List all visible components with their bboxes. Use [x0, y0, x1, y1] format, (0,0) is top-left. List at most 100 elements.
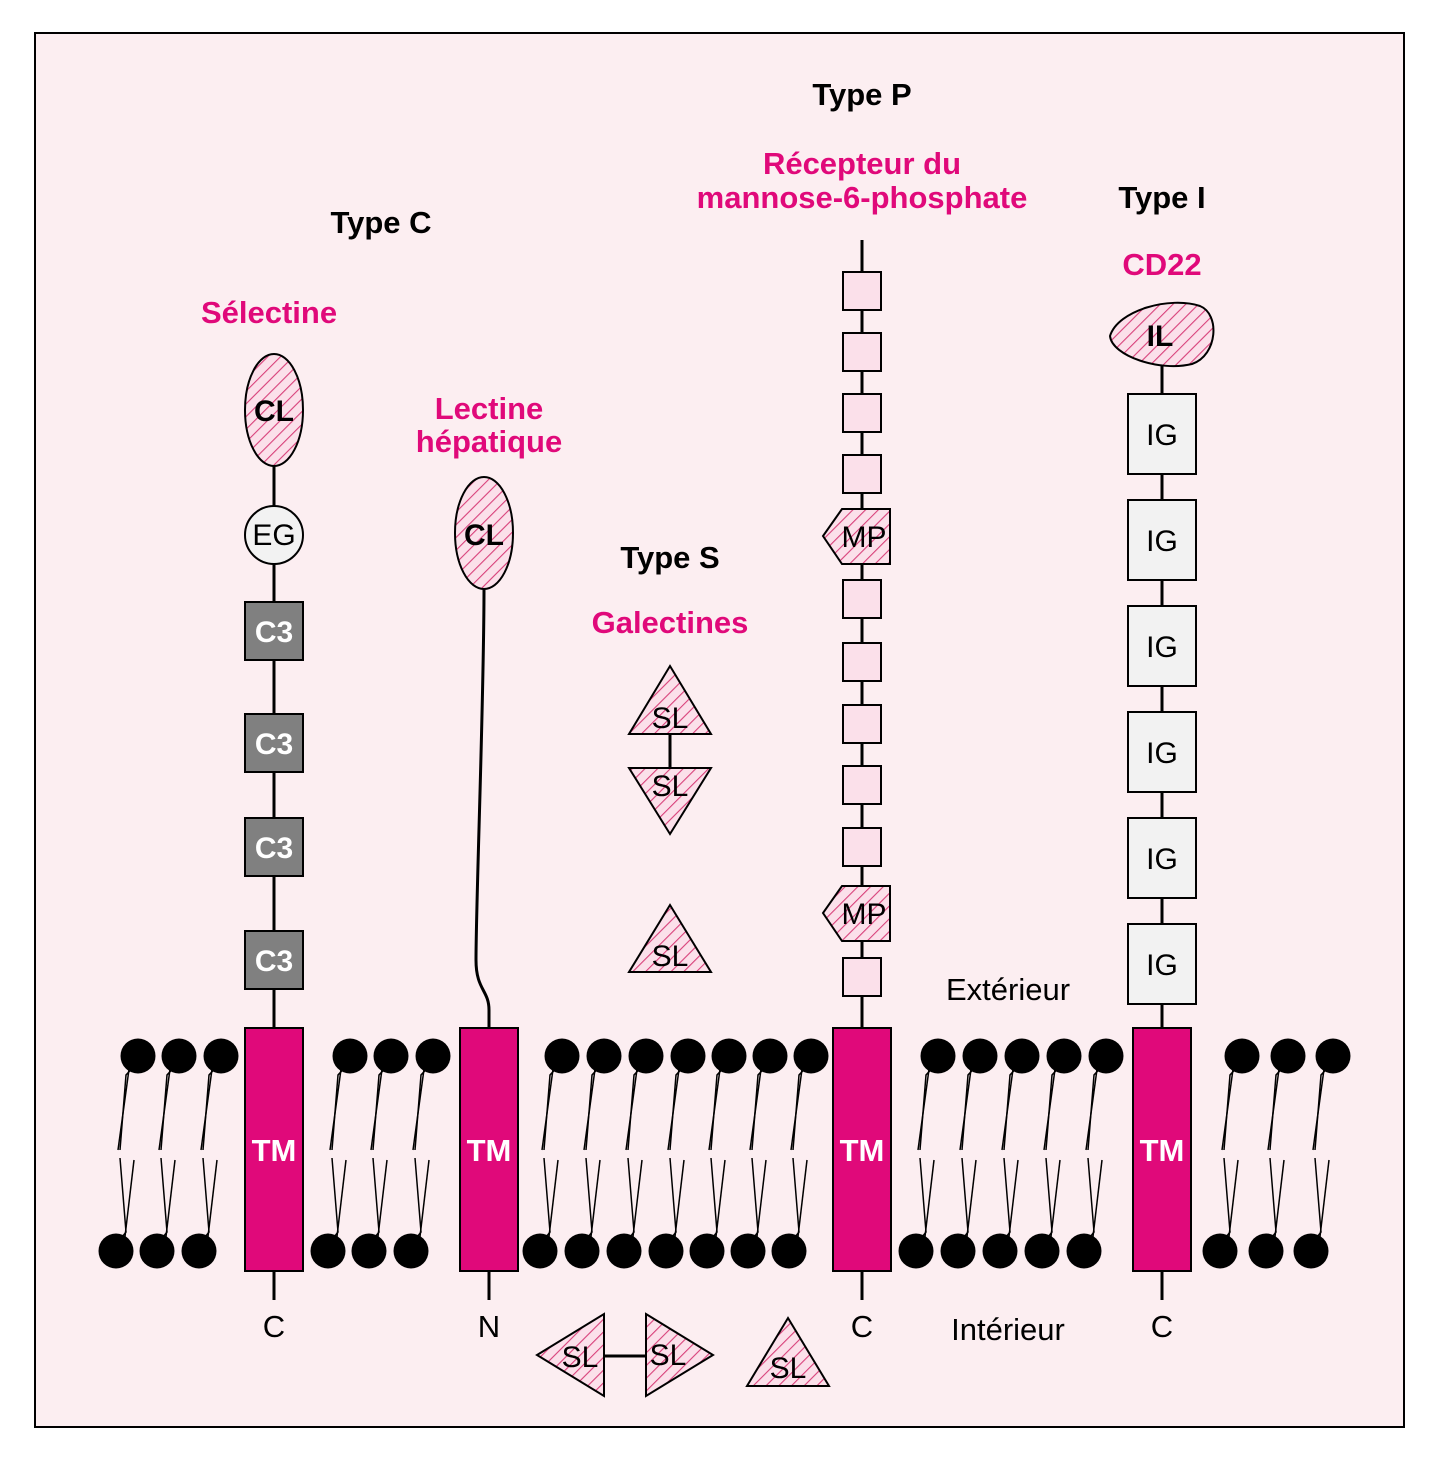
lipid-tail: [959, 1061, 973, 1151]
lipid-head-inner: [1248, 1233, 1284, 1269]
lipid-head-outer: [332, 1038, 368, 1074]
lipid-tail: [1091, 1159, 1103, 1246]
m6p-name-line1: Récepteur du: [763, 146, 961, 181]
type-p-title: Type P: [812, 77, 911, 112]
m6p-name-line2: mannose-6-phosphate: [697, 180, 1028, 215]
lipid-tail: [547, 1159, 559, 1246]
lipid-head-outer: [962, 1038, 998, 1074]
cd22-ig-label: IG: [1146, 525, 1178, 558]
lipid-head-inner: [689, 1233, 725, 1269]
m6p-repeat-domain: [842, 454, 882, 494]
m6p-repeat-domain: [842, 642, 882, 682]
cd22-ig-domain: [1127, 711, 1197, 793]
galectin-dimer-exterior: SL SL: [627, 664, 713, 836]
lipid-tail: [708, 1061, 722, 1151]
lipid-head-outer: [1088, 1038, 1124, 1074]
interior-label: Intérieur: [951, 1312, 1065, 1347]
cd22-ig-domain: [1127, 817, 1197, 899]
lipid-tail: [673, 1159, 685, 1246]
m6p-repeat-domain: [842, 765, 882, 805]
galectin-sl-domain: [627, 664, 713, 735]
cd22-ig-label: IG: [1146, 419, 1178, 452]
lipid-tail: [583, 1061, 597, 1151]
galectin-sl-label: SL: [652, 702, 689, 735]
lipid-tail: [1085, 1061, 1099, 1151]
galectin-monomer-exterior: SL: [627, 903, 713, 973]
galectin-sl-label: SL: [562, 1341, 599, 1374]
hepatic-terminal-label: N: [478, 1309, 500, 1344]
selectin-eg-label: EG: [252, 519, 295, 552]
hepatic-name-line2: hépatique: [416, 424, 562, 459]
lipid-head-inner: [1066, 1233, 1102, 1269]
selectin-c3-domain: [244, 930, 304, 990]
m6p-repeat-domain: [842, 957, 882, 997]
lipid-head-outer: [544, 1038, 580, 1074]
lipid-head-inner: [310, 1233, 346, 1269]
lipid-tail: [790, 1061, 804, 1151]
lipid-head-outer: [670, 1038, 706, 1074]
lipid-tail: [412, 1061, 426, 1151]
lipid-head-inner: [522, 1233, 558, 1269]
lipid-tail: [667, 1061, 681, 1151]
selectin-c3-domain: [244, 713, 304, 773]
lipid-head-inner: [351, 1233, 387, 1269]
m6p-mp-domain: [821, 508, 891, 565]
lipid-head-inner: [940, 1233, 976, 1269]
cd22-ig-label: IG: [1146, 949, 1178, 982]
lipid-head-outer: [1270, 1038, 1306, 1074]
galectin-sl-domain: [535, 1312, 605, 1398]
m6p-mp-domain: [821, 885, 891, 942]
lipid-head-inner: [1293, 1233, 1329, 1269]
cd22-ig-domain: [1127, 605, 1197, 687]
lipid-head-outer: [120, 1038, 156, 1074]
galectins-name: Galectines: [592, 605, 749, 640]
lipid-head-inner: [771, 1233, 807, 1269]
m6p-repeat-domain: [842, 332, 882, 372]
lipid-tail: [1043, 1061, 1057, 1151]
cd22-terminal-label: C: [1151, 1309, 1173, 1344]
m6p-repeat-domain: [842, 704, 882, 744]
lipid-head-inner: [139, 1233, 175, 1269]
cd22-il-label: IL: [1147, 320, 1174, 353]
lipid-head-outer: [415, 1038, 451, 1074]
lipid-tail: [376, 1159, 388, 1246]
lipid-tail: [1001, 1061, 1015, 1151]
lipid-tail: [335, 1159, 347, 1246]
lipid-head-outer: [586, 1038, 622, 1074]
cd22-tm-domain: [1132, 1027, 1192, 1272]
lipid-bilayer: [98, 1038, 1351, 1269]
lipid-tail: [418, 1159, 430, 1246]
selectin-eg-domain: [244, 505, 304, 565]
lipid-tail: [965, 1159, 977, 1246]
lipid-tail: [370, 1061, 384, 1151]
hepatic-lectin-receptor: CL TM N: [454, 476, 519, 1344]
selectin-terminal-label: C: [263, 1309, 285, 1344]
lipid-head-inner: [564, 1233, 600, 1269]
galectin-sl-label: SL: [770, 1352, 807, 1385]
galectin-sl-domain: [627, 767, 713, 836]
m6p-repeat-domain: [842, 393, 882, 433]
selectin-name: Sélectine: [201, 295, 337, 330]
selectin-c3-domain: [244, 817, 304, 877]
cd22-ig-domain: [1127, 499, 1197, 581]
selectin-tm-domain: [244, 1027, 304, 1272]
lipid-head-outer: [920, 1038, 956, 1074]
m6p-repeat-domain: [842, 579, 882, 619]
hepatic-cl-label: CL: [464, 519, 504, 552]
lipid-tail: [1318, 1159, 1330, 1246]
m6p-mp-label: MP: [842, 898, 887, 931]
lipid-tail: [1312, 1061, 1326, 1151]
hepatic-tm-domain: [459, 1027, 519, 1272]
lipid-tail: [158, 1061, 172, 1151]
m6p-mp-label: MP: [842, 521, 887, 554]
lipid-tail: [917, 1061, 931, 1151]
lipid-tail: [1267, 1061, 1281, 1151]
lipid-head-outer: [1224, 1038, 1260, 1074]
lipid-head-outer: [203, 1038, 239, 1074]
lipid-tail: [117, 1061, 131, 1151]
selectin-tm-label: TM: [252, 1133, 297, 1168]
lipid-head-outer: [793, 1038, 829, 1074]
lipid-tail: [755, 1159, 767, 1246]
m6p-tm-label: TM: [840, 1133, 885, 1168]
